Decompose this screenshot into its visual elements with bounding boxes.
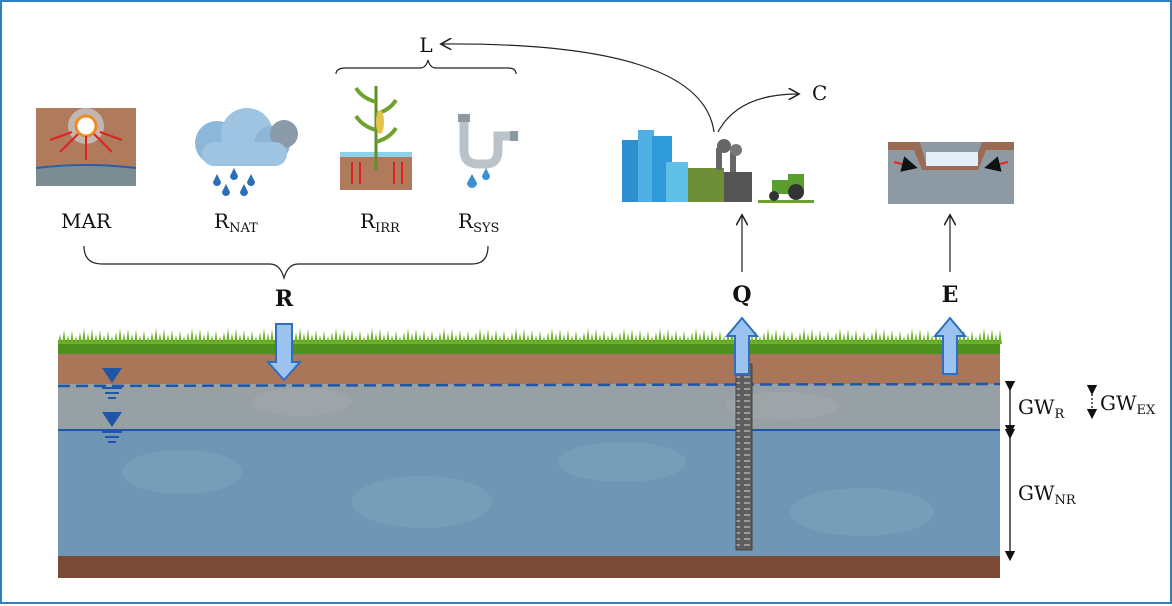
mar-icon — [35, 108, 137, 186]
label-GW-NR: GWNR — [1018, 481, 1077, 508]
water-table-max — [57, 382, 1001, 388]
irrigation-plant-icon — [340, 86, 412, 190]
city-industry-farm-icon — [622, 130, 814, 203]
label-E: E — [942, 282, 959, 308]
recharge-arrow — [265, 323, 303, 382]
leaking-pipe-icon — [458, 113, 519, 188]
label-MAR: MAR — [61, 209, 112, 233]
label-R: R — [275, 286, 294, 312]
label-GW-R: GWR — [1018, 395, 1066, 422]
label-C: C — [812, 81, 827, 105]
label-R-NAT: RNAT — [214, 209, 258, 236]
reservoir-zone — [58, 384, 1000, 430]
rain-cloud-icon — [195, 108, 298, 196]
discharge-arrow — [932, 316, 968, 375]
bedrock-layer — [58, 556, 1000, 578]
aquifer-cross-section — [57, 328, 1002, 578]
label-R-IRR: RIRR — [360, 209, 401, 236]
label-GW-EX: GWEX — [1100, 391, 1156, 418]
saturated-zone — [58, 430, 1000, 556]
grass-strip — [58, 328, 1002, 354]
river-channel-icon — [888, 142, 1014, 204]
label-R-SYS: RSYS — [458, 209, 499, 236]
water-table-symbol-icon — [102, 412, 122, 443]
label-Q: Q — [732, 282, 751, 308]
well-screen-icon — [735, 363, 753, 551]
abstraction-arrow — [724, 316, 760, 375]
water-table-symbol-icon — [102, 368, 122, 399]
label-L: L — [419, 33, 432, 57]
